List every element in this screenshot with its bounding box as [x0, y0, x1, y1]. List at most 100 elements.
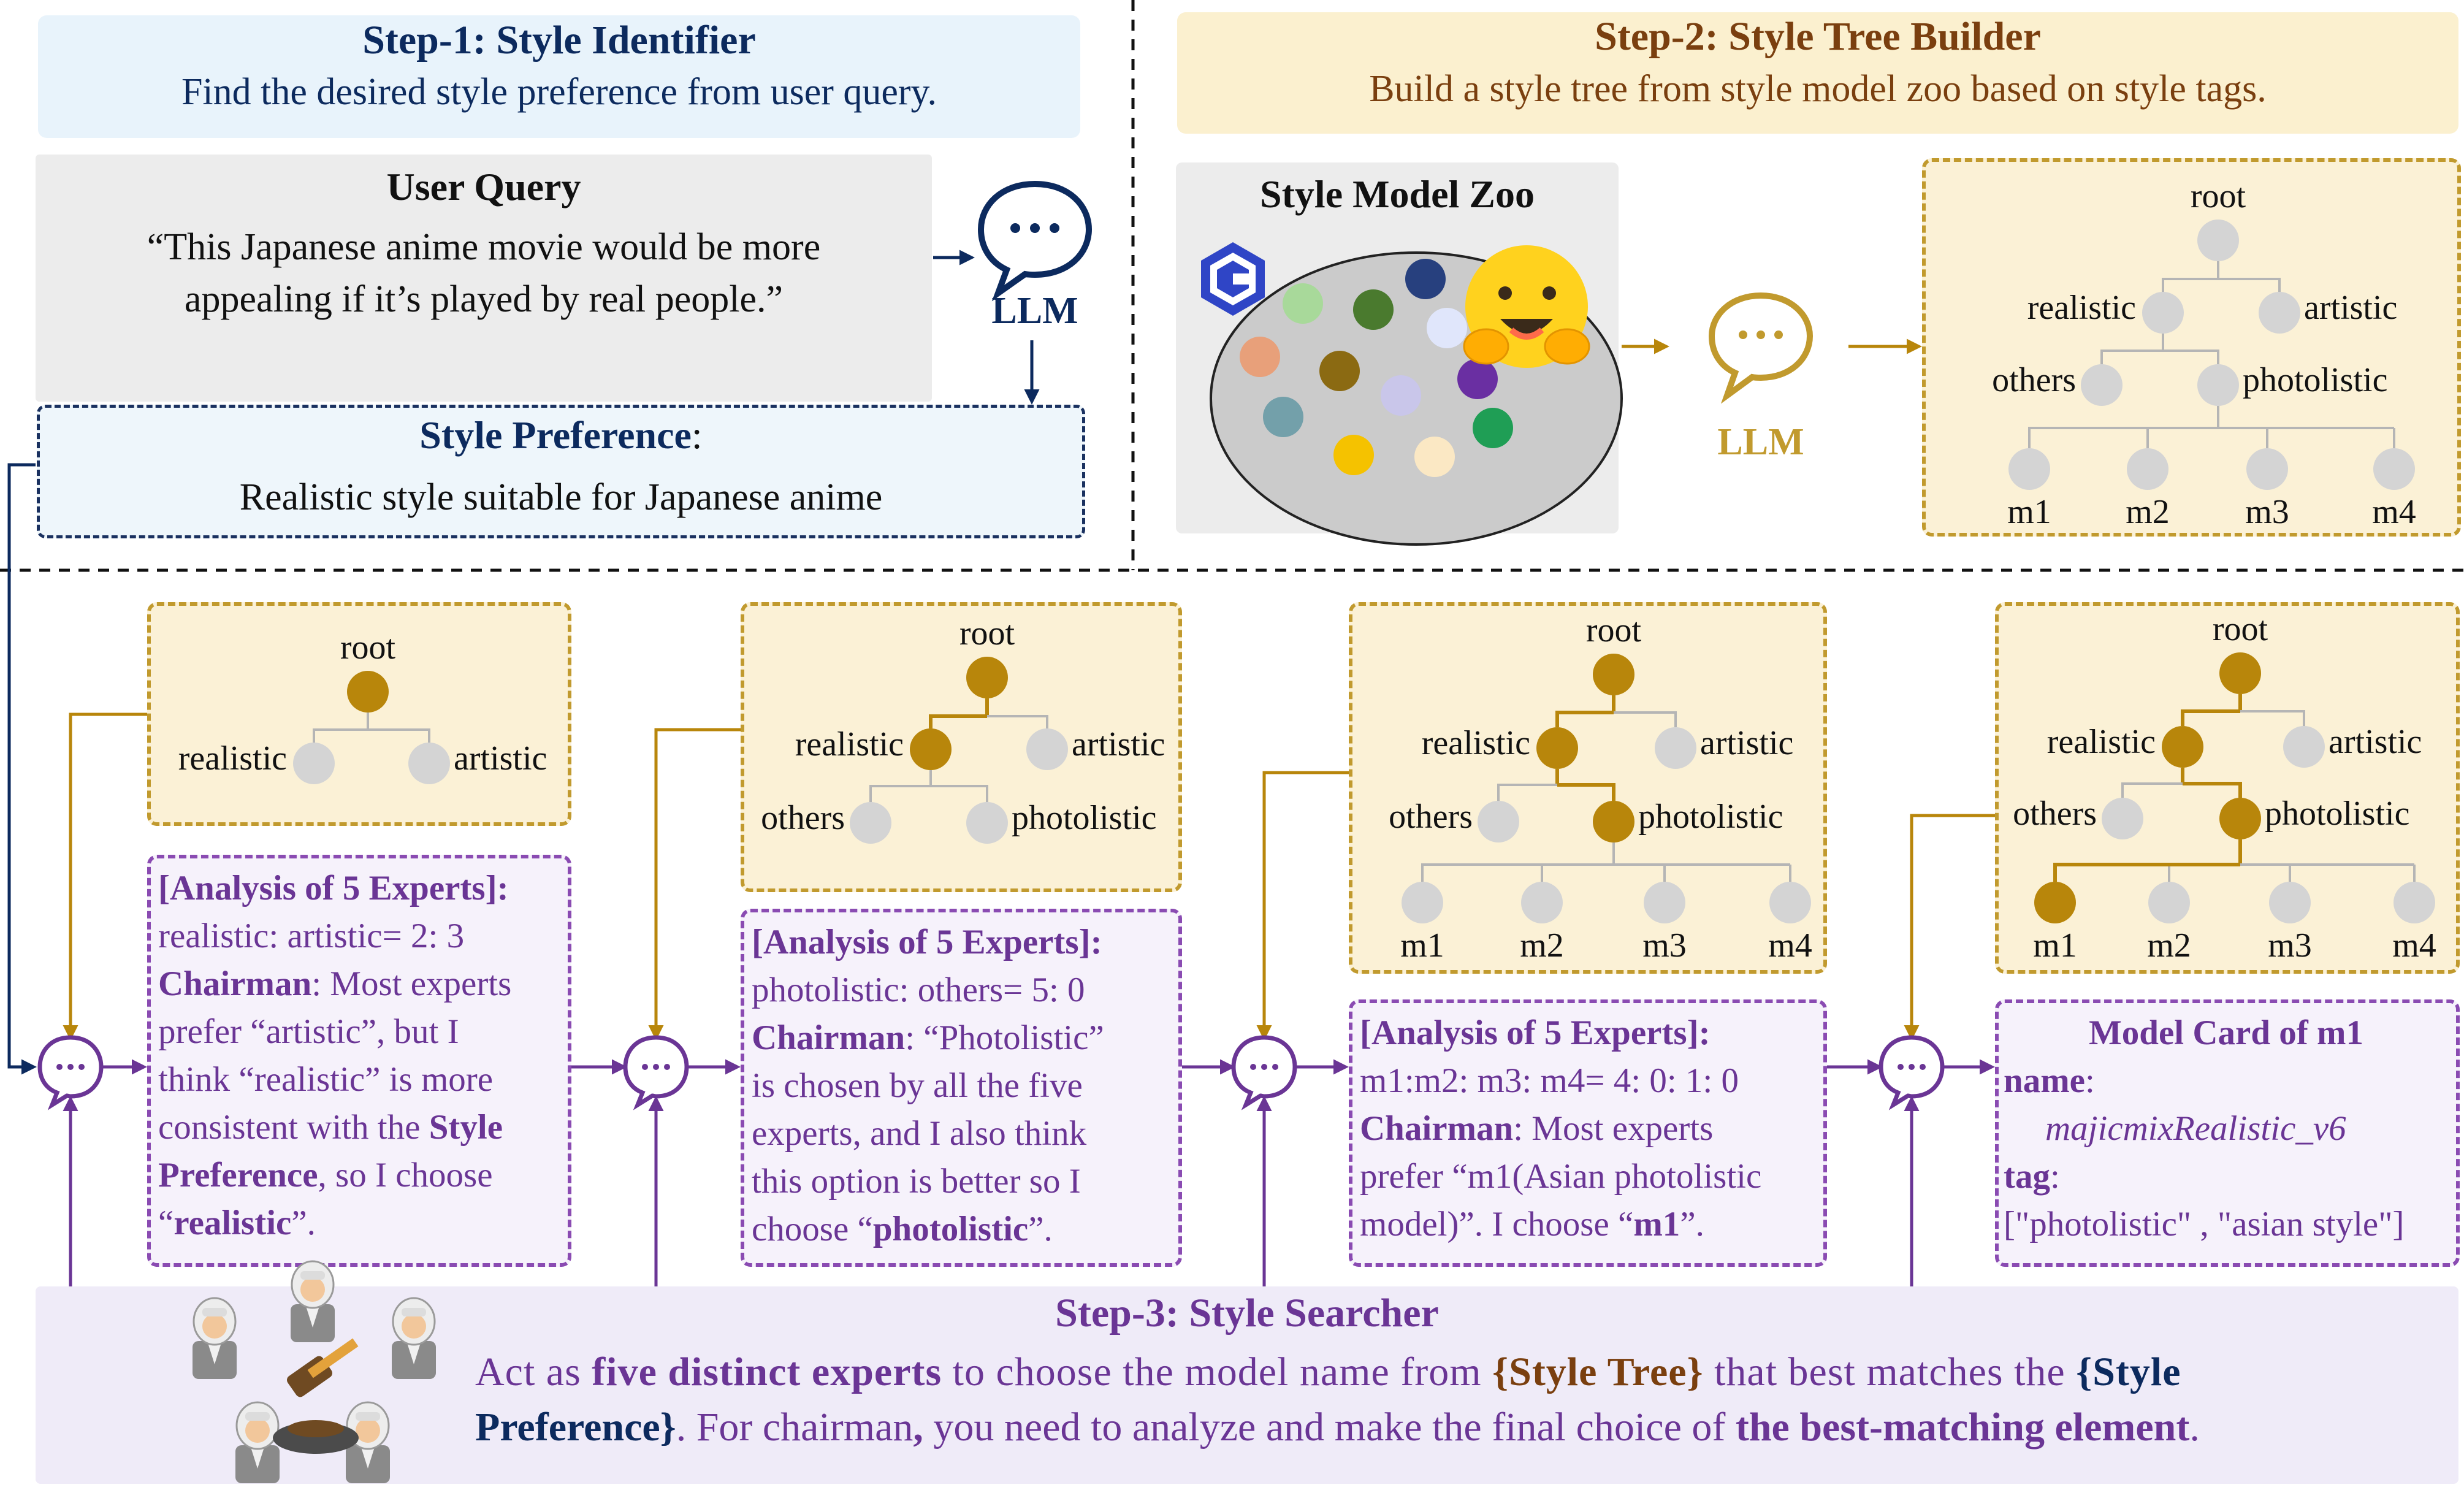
step3-line2: Preference}. For chairman, you need to a… — [475, 1404, 2200, 1451]
chairman-label: Chairman — [158, 965, 312, 1003]
analysis-box-3 — [1349, 999, 1827, 1267]
tree-node-photolistic — [2219, 798, 2261, 839]
tree-node-m2 — [1521, 882, 1563, 923]
tree-label-m4: m4 — [2392, 926, 2436, 965]
style-tree-full — [2008, 220, 2415, 490]
step2-subtitle: Build a style tree from style model zoo … — [1369, 68, 2267, 110]
tree-label-others: others — [1389, 798, 1473, 836]
tree-panel-1 — [147, 602, 571, 826]
style-tree-step1 — [293, 671, 450, 784]
analysis1-t6a: “ — [158, 1204, 174, 1242]
arrow-preference-to-search — [7, 463, 37, 1075]
step2-header — [1177, 12, 2458, 134]
tree-edge — [2028, 427, 2394, 448]
analysis-box-2 — [741, 909, 1182, 1267]
style-preference-text: Realistic style suitable for Japanese an… — [239, 476, 883, 518]
analysis3-line2: prefer “m1(Asian photolistic — [1360, 1157, 1762, 1196]
user-query-line2: appealing if it’s played by real people.… — [184, 278, 784, 320]
analysis1-line2: prefer “artistic”, but I — [158, 1012, 459, 1051]
analysis2-ratio: photolistic: others= 5: 0 — [752, 971, 1085, 1009]
tree-node-artistic — [1026, 728, 1068, 770]
tree-label-m2: m2 — [2126, 493, 2170, 531]
tree-edge — [869, 785, 988, 802]
tree-node-root — [966, 657, 1008, 698]
analysis-text-1: [Analysis of 5 Experts]: realistic: arti… — [147, 855, 571, 1257]
tree-label-root: root — [959, 614, 1015, 652]
model-card-name-label: name — [2004, 1061, 2085, 1100]
step3-l1d: {Style Tree} — [1492, 1350, 1704, 1394]
tree-edge — [2162, 278, 2281, 292]
tree-edge — [929, 714, 987, 728]
tree-label-others: others — [2013, 795, 2097, 833]
analysis1-t5b: Preference — [158, 1156, 318, 1194]
style-model-zoo-title: Style Model Zoo — [1260, 172, 1535, 216]
tree-label-m3: m3 — [2245, 493, 2289, 531]
tree-node-realistic — [293, 743, 335, 784]
analysis1-ratio: realistic: artistic= 2: 3 — [158, 917, 465, 955]
tree-edge — [1555, 711, 1614, 727]
llm-chat-icon-1 — [977, 180, 1093, 302]
tree-edge — [1556, 711, 1677, 727]
tree-label-realistic: realistic — [795, 725, 904, 763]
tree-label-photolistic: photolistic — [1638, 798, 1783, 836]
step3-l2a: Preference} — [475, 1405, 676, 1450]
analysis1-line4: consistent with the Style — [158, 1104, 560, 1152]
tree-label-realistic: realistic — [2046, 723, 2156, 761]
tree-label-photolistic: photolistic — [2243, 361, 2388, 399]
tree-label-root: root — [1585, 611, 1642, 649]
tree-node-others — [2081, 364, 2123, 406]
model-card-box — [1995, 999, 2460, 1267]
step3-l1b: five distinct experts — [592, 1350, 942, 1394]
model-card-colon: : — [2084, 1061, 2095, 1100]
zoo-model-dot — [1405, 259, 1446, 299]
tree-panel-2 — [741, 602, 1182, 892]
analysis1-line3: think “realistic” is more — [158, 1060, 494, 1099]
tree-node-m3 — [1644, 882, 1685, 923]
tree-edge — [2121, 782, 2241, 798]
analysis2-line4: this option is better so I — [752, 1162, 1081, 1201]
tree-edge — [2181, 710, 2305, 726]
analysis3-line1: Chairman: Most experts — [1360, 1105, 1816, 1153]
tree-node-root — [2219, 652, 2261, 694]
analysis1-t4: consistent with the — [158, 1108, 429, 1147]
analysis1-line1: Chairman: Most experts — [158, 960, 560, 1008]
tree-node-realistic — [1536, 727, 1578, 769]
chairman-label: Chairman — [752, 1018, 906, 1057]
tree-edge — [2054, 863, 2414, 882]
analysis2-t1: : “Photolistic” — [905, 1018, 1104, 1057]
user-query-line1: “This Japanese anime movie would be more — [147, 226, 821, 268]
tree-node-m3 — [2269, 882, 2311, 923]
tree-node-m1 — [2008, 448, 2050, 490]
analysis2-line5: choose “photolistic”. — [752, 1205, 1171, 1253]
tree-node-realistic — [2142, 292, 2184, 334]
tree-edge — [2100, 350, 2219, 364]
llm-chat-icon-2 — [1708, 292, 1814, 404]
analysis1-line5: Preference, so I choose — [158, 1152, 560, 1199]
analysis-box-1 — [147, 855, 571, 1267]
zoo-model-dot — [1353, 289, 1394, 330]
arrow-tree1-to-bubble1 — [63, 713, 147, 1041]
analysis3-ratio: m1:m2: m3: m4= 4: 0: 1: 0 — [1360, 1061, 1739, 1100]
step2-title: Step-2: Style Tree Builder — [1595, 14, 2041, 59]
tree-edge — [1557, 783, 1615, 801]
step3-l2d: you need to analyze and make the final c… — [923, 1405, 1736, 1450]
step3-line1: Act as five distinct experts to choose t… — [475, 1349, 2181, 1396]
tree-label-photolistic: photolistic — [2265, 795, 2410, 833]
llm-label-1: LLM — [991, 290, 1078, 332]
expert-chat-icon-1 — [37, 1035, 104, 1110]
tree-label-others: others — [1992, 361, 2076, 399]
tree-node-m2 — [2148, 882, 2190, 923]
zoo-model-dot — [1333, 435, 1374, 475]
analysis2-t5a: choose “ — [752, 1210, 873, 1248]
tree-node-m4 — [2373, 448, 2415, 490]
model-card-colon: : — [2050, 1157, 2060, 1196]
tree-label-realistic: realistic — [1421, 724, 1530, 762]
tree-node-photolistic — [2197, 364, 2239, 406]
analysis1-line6: “realistic”. — [158, 1199, 560, 1247]
step3-l2b: . For chairman — [676, 1405, 914, 1450]
tree-label-artistic: artistic — [2304, 289, 2398, 327]
step3-l2c: , — [913, 1405, 923, 1450]
tree-label-artistic: artistic — [454, 739, 547, 777]
expert-chat-icon-4 — [1879, 1035, 1945, 1110]
